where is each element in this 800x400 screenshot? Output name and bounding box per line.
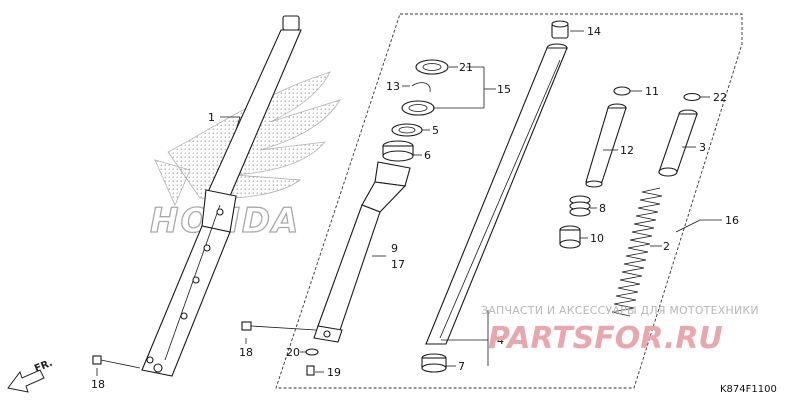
- fork-slider: [313, 161, 411, 343]
- label-part-1: 1: [208, 111, 215, 124]
- watermark-site: PARTSFOR.RU: [488, 321, 723, 356]
- circlip-13: [411, 82, 431, 93]
- fork-assembly-complete: [141, 15, 302, 377]
- watermark-tagline: ЗАПЧАСТИ И АКСЕССУАРЫ ДЛЯ МОТОТЕХНИКИ: [481, 304, 759, 317]
- diagram-code: K874F1100: [720, 384, 777, 395]
- bushing-6: [382, 140, 414, 162]
- washer-20: [305, 348, 319, 356]
- bolt-18-left: [92, 355, 141, 369]
- label-part-17: 17: [391, 258, 405, 271]
- fork-spring-2: [611, 187, 663, 317]
- front-label: FR.: [33, 358, 54, 375]
- label-part-21: 21: [459, 61, 473, 74]
- washer-5: [391, 123, 423, 137]
- spring-seat-3: [658, 109, 698, 177]
- label-part-5: 5: [432, 124, 439, 137]
- label-part-8: 8: [599, 202, 606, 215]
- label-part-4: 4: [497, 334, 504, 347]
- label-part-6: 6: [424, 149, 431, 162]
- label-part-19: 19: [327, 366, 341, 379]
- slide-bushing-7: [421, 353, 447, 373]
- label-part-3: 3: [699, 141, 706, 154]
- label-part-12: 12: [620, 144, 634, 157]
- label-part-7: 7: [458, 360, 465, 373]
- label-part-15: 15: [497, 83, 511, 96]
- oil-seal: [401, 100, 435, 116]
- label-part-22: 22: [713, 91, 727, 104]
- label-part-10: 10: [590, 232, 604, 245]
- fork-piece-12: [585, 103, 627, 188]
- fork-pipe-4: [425, 43, 568, 345]
- bolt-18-middle: [241, 321, 317, 331]
- label-part-18-left: 18: [91, 378, 105, 391]
- label-part-14: 14: [587, 25, 601, 38]
- o-ring-22: [683, 92, 701, 102]
- bolt-19: [306, 365, 315, 376]
- label-part-18-middle: 18: [239, 346, 253, 359]
- label-part-9: 9: [391, 242, 398, 255]
- label-part-20: 20: [286, 346, 300, 359]
- collar-10: [559, 225, 581, 249]
- rebound-spring-8: [569, 195, 591, 217]
- piston-ring-11: [613, 86, 631, 96]
- front-arrow-icon: [7, 369, 45, 393]
- label-part-16: 16: [725, 214, 739, 227]
- label-part-2: 2: [663, 240, 670, 253]
- label-part-11: 11: [645, 85, 659, 98]
- fork-bolt-14: [551, 20, 569, 39]
- assembly-boundary: [275, 13, 743, 389]
- label-part-13: 13: [386, 80, 400, 93]
- dust-seal-21: [415, 59, 449, 75]
